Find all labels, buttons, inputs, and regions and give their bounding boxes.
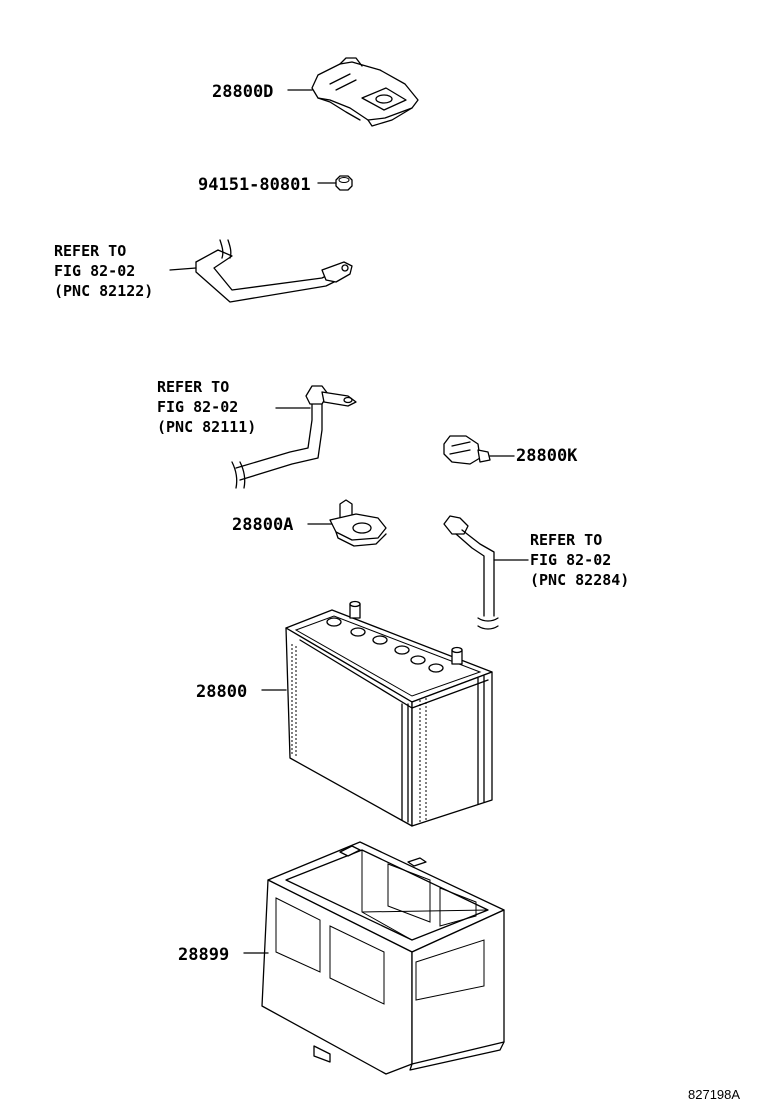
label-28800d: 28800D bbox=[212, 82, 273, 102]
ref-82111-line2: FIG 82-02 bbox=[157, 398, 238, 416]
ref-82111-line3: (PNC 82111) bbox=[157, 418, 256, 436]
leader-ref-82122 bbox=[169, 267, 197, 271]
ref-82122-line1: REFER TO bbox=[54, 242, 126, 260]
terminal-cover-28800d bbox=[311, 57, 419, 127]
vent-caps bbox=[326, 617, 444, 673]
ref-82284-line2: FIG 82-02 bbox=[530, 551, 611, 569]
label-28800a: 28800A bbox=[232, 515, 293, 535]
terminal-clamp-28800a bbox=[329, 499, 387, 547]
ref-82284-line3: (PNC 82284) bbox=[530, 571, 629, 589]
battery-28800 bbox=[285, 600, 493, 827]
label-28800: 28800 bbox=[196, 682, 247, 702]
battery-tray-28899 bbox=[261, 841, 505, 1075]
ref-82284-line1: REFER TO bbox=[530, 531, 602, 549]
cable-82111 bbox=[231, 385, 357, 489]
nut-94151-80801 bbox=[335, 175, 353, 191]
ref-82111-line1: REFER TO bbox=[157, 378, 229, 396]
drawing-code: 827198A bbox=[688, 1087, 740, 1102]
reference-82122: REFER TO FIG 82-02 (PNC 82122) bbox=[54, 242, 153, 300]
battery-terminals bbox=[349, 600, 463, 665]
label-28800k: 28800K bbox=[516, 446, 578, 466]
cable-82122 bbox=[195, 239, 353, 303]
reference-82111: REFER TO FIG 82-02 (PNC 82111) bbox=[157, 378, 256, 436]
cable-82284 bbox=[443, 515, 499, 630]
label-28899: 28899 bbox=[178, 945, 229, 965]
reference-82284: REFER TO FIG 82-02 (PNC 82284) bbox=[530, 531, 629, 589]
ref-82122-line3: (PNC 82122) bbox=[54, 282, 153, 300]
label-94151-80801: 94151-80801 bbox=[198, 175, 311, 195]
part-28800k bbox=[443, 435, 491, 465]
ref-82122-line2: FIG 82-02 bbox=[54, 262, 135, 280]
